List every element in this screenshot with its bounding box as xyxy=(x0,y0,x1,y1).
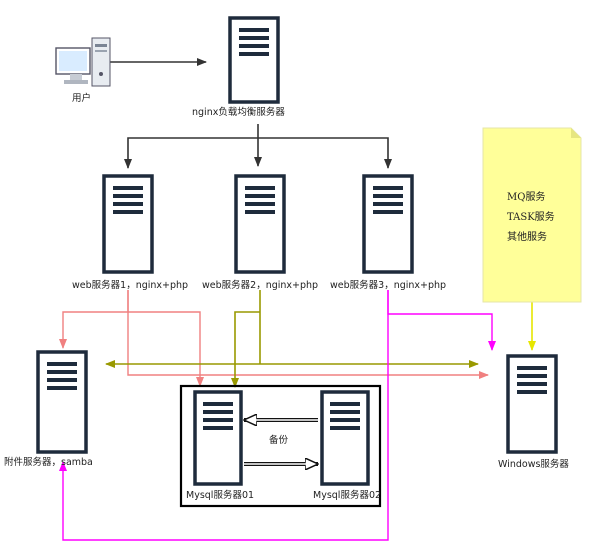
note-line-task: TASK服务 xyxy=(507,210,555,223)
user-computer-icon xyxy=(55,37,111,87)
backup-label: 备份 xyxy=(269,434,289,446)
web2-label: web服务器2，nginx+php xyxy=(202,279,318,291)
note-line-other: 其他服务 xyxy=(507,230,547,243)
nginx-lb-server-icon xyxy=(228,16,280,104)
mysql01-server-icon xyxy=(193,390,243,486)
services-note xyxy=(482,127,582,303)
web2-server-icon xyxy=(234,174,286,274)
lb-to-web-arrows xyxy=(124,124,392,169)
note-line-mq: MQ服务 xyxy=(507,190,545,203)
user-label: 用户 xyxy=(72,92,91,104)
web1-links xyxy=(59,290,489,387)
nginx-lb-label: nginx负载均衡服务器 xyxy=(192,106,285,118)
mysql01-label: Mysql服务器01 xyxy=(186,489,254,501)
windows-label: Windows服务器 xyxy=(498,458,569,470)
web3-links xyxy=(59,290,496,541)
attachment-server-icon xyxy=(36,350,88,454)
web3-server-icon xyxy=(362,174,414,274)
mysql02-server-icon xyxy=(320,390,370,486)
web1-label: web服务器1，nginx+php xyxy=(72,279,188,291)
mysql02-label: Mysql服务器02 xyxy=(313,489,381,501)
web1-server-icon xyxy=(102,174,154,274)
web2-links xyxy=(105,290,479,388)
web3-label: web服务器3，nginx+php xyxy=(330,279,446,291)
windows-server-icon xyxy=(506,354,558,454)
attachment-label: 附件服务器，samba xyxy=(4,456,93,468)
mysql-group-box xyxy=(179,384,382,508)
